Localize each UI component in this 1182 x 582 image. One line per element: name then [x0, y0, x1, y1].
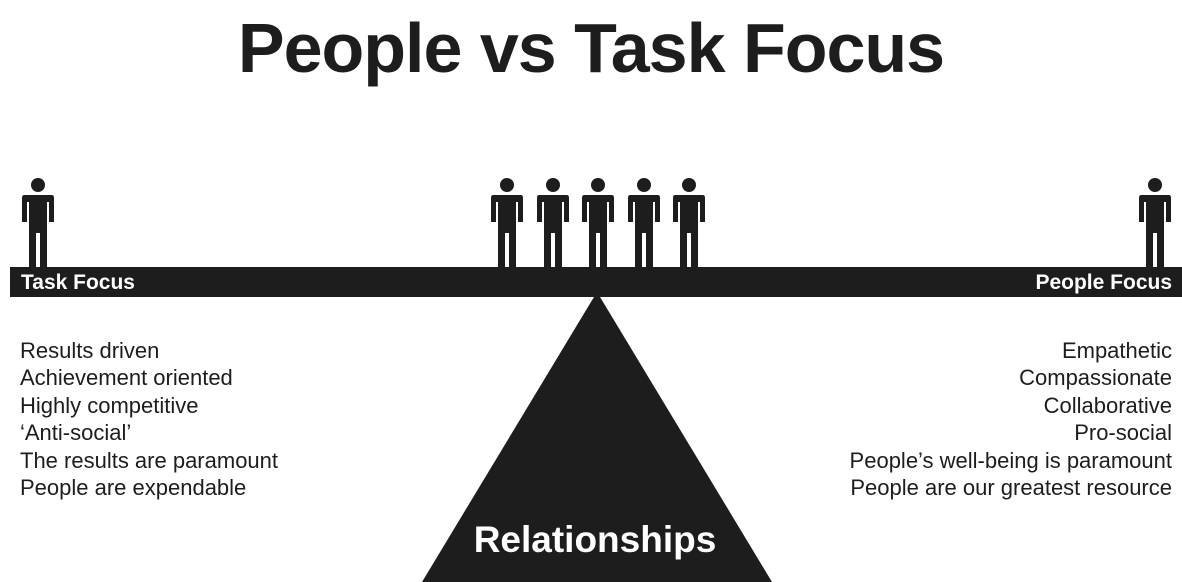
people-trait: Collaborative: [1043, 392, 1172, 418]
people-trait: People are our greatest resource: [850, 475, 1172, 501]
people-focus-label: People Focus: [1035, 271, 1172, 294]
person-icon: [673, 178, 705, 268]
task-trait: Achievement oriented: [20, 365, 233, 391]
relationships-label: Relationships: [473, 519, 717, 560]
person-icon: [537, 178, 569, 268]
task-trait: Results driven: [20, 338, 160, 363]
person-icon: [628, 178, 660, 268]
page-title: People vs Task Focus: [237, 9, 945, 87]
person-icon: [491, 178, 523, 268]
task-trait: Highly competitive: [20, 392, 199, 418]
task-focus-label: Task Focus: [21, 271, 135, 294]
balance-beam: [10, 267, 1182, 297]
people-traits-list: Empathetic Compassionate Collaborative P…: [850, 337, 1172, 501]
person-icon: [22, 178, 54, 268]
task-traits-list: Results driven Achievement oriented High…: [20, 337, 278, 501]
people-trait: Pro-social: [1074, 420, 1172, 446]
person-icon: [582, 178, 614, 268]
task-trait: People are expendable: [20, 475, 247, 501]
task-trait: The results are paramount: [20, 447, 279, 473]
people-trait: People’s well-being is paramount: [849, 447, 1172, 473]
task-trait: ‘Anti-social’: [20, 420, 132, 446]
people-trait: Compassionate: [1019, 365, 1172, 391]
person-icon: [1139, 178, 1171, 268]
people-trait: Empathetic: [1061, 338, 1172, 363]
